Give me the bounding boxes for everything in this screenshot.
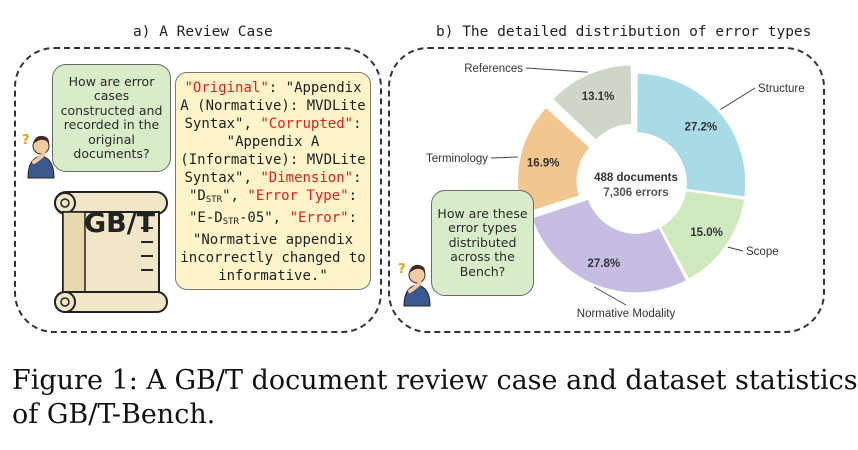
value-label-normative-modality: 27.8%	[588, 258, 621, 270]
dimension-value: : "D	[188, 170, 362, 204]
error-value: : "Normative appendix incorrectly change…	[180, 210, 366, 284]
dimension-post: ",	[222, 188, 239, 204]
category-label-references: References	[464, 63, 523, 75]
thinking-person-icon: ?	[22, 133, 55, 179]
error-key: "Error"	[289, 210, 349, 226]
distribution-question-text: How are these error types distributed ac…	[437, 205, 528, 279]
svg-text:?: ?	[22, 133, 30, 148]
thinking-person-icon-b: ?	[398, 262, 431, 307]
panel-a-title: a) A Review Case	[133, 24, 273, 40]
leader-line-normative-modality	[593, 286, 627, 306]
value-label-structure: 27.2%	[685, 122, 718, 134]
dimension-sub: STR	[205, 195, 223, 205]
leader-line-structure	[720, 87, 756, 110]
error-type-value: : "E-D	[188, 188, 357, 226]
original-key: "Original"	[184, 80, 269, 96]
panel-b-title: b) The detailed distribution of error ty…	[436, 24, 812, 40]
category-label-terminology: Terminology	[426, 153, 488, 165]
error-record-bubble: "Original": "Appendix A (Normative): MVD…	[175, 72, 371, 290]
slice-scope	[658, 189, 746, 281]
slice-terminology	[516, 105, 592, 216]
panel-b	[388, 47, 825, 333]
corrupted-value: : "Appendix A (Informative): MVDLite Syn…	[180, 116, 366, 186]
category-label-scope: Scope	[746, 246, 779, 258]
error-type-post: -05",	[238, 210, 282, 226]
slice-structure	[635, 72, 747, 199]
corrupted-key: "Corrupted"	[260, 116, 354, 132]
slice-normative-modality	[530, 197, 688, 294]
value-label-references: 13.1%	[582, 91, 615, 103]
distribution-question-bubble: How are these error types distributed ac…	[431, 190, 534, 296]
panel-a	[14, 47, 382, 333]
error-type-key: "Error Type"	[247, 188, 349, 204]
caption-line-2: of GB/T-Bench.	[12, 399, 216, 430]
original-value: : "Appendix A (Normative): MVDLite Synta…	[180, 80, 366, 132]
leader-line-references	[525, 67, 588, 73]
leader-line-terminology	[490, 156, 518, 159]
caption-line-1: Figure 1: A GB/T document review case an…	[12, 365, 858, 396]
donut-chart: 27.2% Structure 15.0% Scope 27.8% Normative M…	[426, 63, 805, 320]
leader-line-scope	[727, 246, 744, 252]
value-label-scope: 15.0%	[690, 227, 723, 239]
doc-label: GB/T	[84, 208, 156, 239]
category-label-structure: Structure	[758, 83, 805, 95]
svg-text:?: ?	[398, 262, 406, 277]
error-type-sub: STR	[222, 217, 239, 227]
center-errors-label: 7,306 errors	[603, 187, 668, 199]
scroll-document-icon	[54, 191, 168, 313]
center-documents-label: 488 documents	[594, 172, 678, 184]
figure-caption: Figure 1: A GB/T document review case an…	[12, 364, 858, 432]
value-label-terminology: 16.9%	[527, 158, 560, 170]
question-bubble: How are error cases constructed and reco…	[52, 64, 171, 172]
dimension-key: "Dimension"	[260, 170, 354, 186]
category-label-normative-modality: Normative Modality	[577, 308, 676, 320]
question-text: How are error cases constructed and reco…	[60, 73, 163, 161]
slice-references	[551, 63, 633, 142]
